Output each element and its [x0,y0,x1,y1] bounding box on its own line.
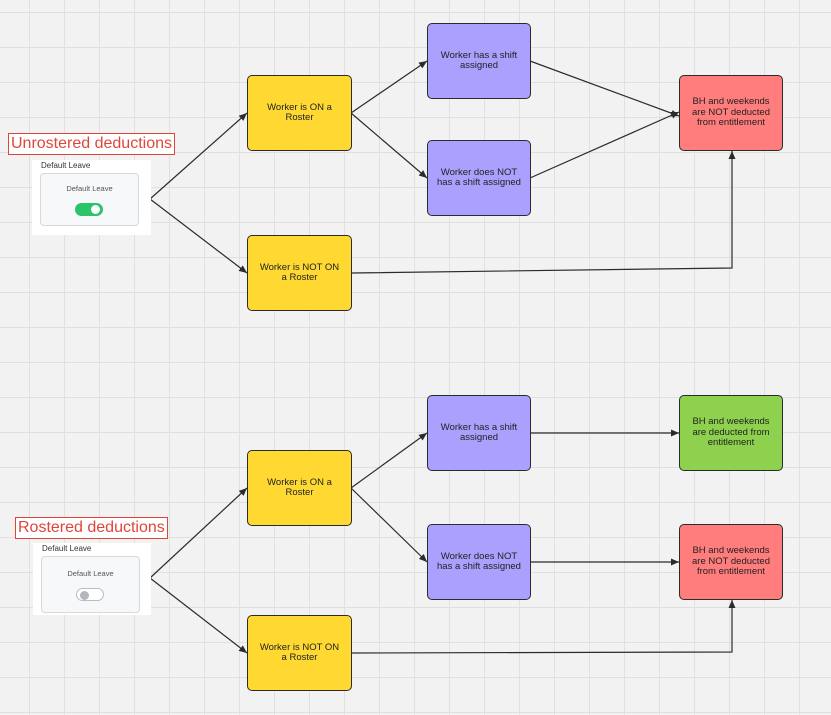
arrow-on-roster-to-no-shift [350,112,428,179]
node-outcome-not-deducted: BH and weekends are NOT deducted from en… [679,75,783,151]
default-leave-header: Default Leave [42,544,92,553]
node-worker-no-shift: Worker does NOT has a shift assigned [427,524,531,600]
arrow-on-roster-to-has-shift [350,60,428,114]
arrow-unrostered-to-on-roster [149,112,248,200]
node-worker-on-roster: Worker is ON a Roster [247,75,352,151]
node-worker-no-shift: Worker does NOT has a shift assigned [427,140,531,216]
node-outcome-deducted: BH and weekends are deducted from entitl… [679,395,783,471]
arrow-no-shift-to-outcome [529,111,680,179]
arrow-on-roster-to-has-shift-2 [350,432,428,489]
arrow-on-roster-to-no-shift-2 [350,487,428,563]
arrow-rostered-to-on-roster [149,487,248,579]
node-outcome-not-deducted: BH and weekends are NOT deducted from en… [679,524,783,600]
default-leave-card-rostered: Default Leave Default Leave [33,543,151,615]
arrow-unrostered-to-not-on-roster [149,198,248,274]
arrow-not-on-roster-to-outcome [350,151,736,274]
default-leave-toggle-off[interactable] [76,588,104,601]
toggle-knob [91,205,100,214]
section-title-unrostered: Unrostered deductions [8,133,175,155]
node-worker-not-on-roster: Worker is NOT ON a Roster [247,615,352,691]
node-worker-not-on-roster: Worker is NOT ON a Roster [247,235,352,311]
node-worker-on-roster: Worker is ON a Roster [247,450,352,526]
arrow-has-shift-to-outcome [529,60,680,117]
default-leave-header: Default Leave [41,161,91,170]
arrow-rostered-to-not-on-roster [149,577,248,654]
section-title-rostered: Rostered deductions [15,517,168,539]
default-leave-toggle-on[interactable] [75,203,103,216]
arrow-not-on-roster-to-not-deducted-2 [350,600,736,654]
toggle-knob [80,590,89,600]
default-leave-panel: Default Leave [40,173,139,226]
default-leave-card-unrostered: Default Leave Default Leave [32,160,151,235]
node-worker-has-shift: Worker has a shift assigned [427,23,531,99]
default-leave-panel: Default Leave [41,556,140,613]
node-worker-has-shift: Worker has a shift assigned [427,395,531,471]
default-leave-label: Default Leave [66,184,113,193]
default-leave-label: Default Leave [67,569,114,578]
